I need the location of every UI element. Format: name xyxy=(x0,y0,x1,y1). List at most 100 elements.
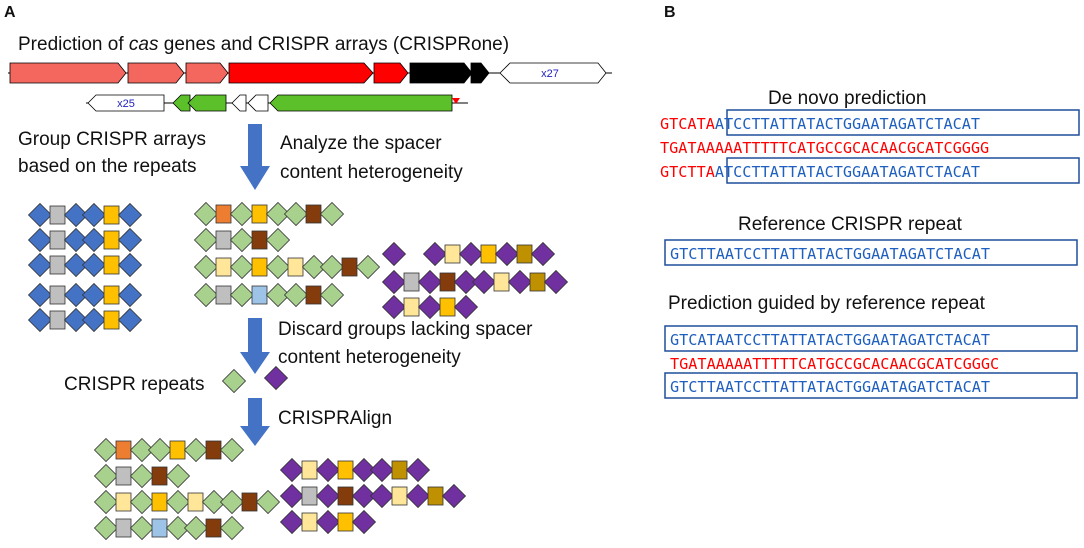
cas-gene-arrow xyxy=(269,94,453,112)
repeat-diamond xyxy=(417,294,443,320)
spacer-square xyxy=(205,518,222,538)
repeat-diamond xyxy=(543,269,569,295)
cas-gene-arrow xyxy=(9,62,127,84)
repeat-diamond xyxy=(265,227,291,253)
spacer-square xyxy=(301,460,318,480)
workflow-arrow-1 xyxy=(240,124,270,190)
repeat-diamond xyxy=(229,227,255,253)
repeat-diamond xyxy=(117,227,143,253)
repeat-diamond xyxy=(63,282,89,308)
repeat-diamond xyxy=(279,483,305,509)
repeat-diamond xyxy=(453,269,479,295)
spacer-square xyxy=(215,230,232,250)
discard-step-label-1: Discard groups lacking spacer xyxy=(278,319,533,340)
repeat-diamond xyxy=(530,241,556,267)
spacer-square xyxy=(403,272,420,292)
repeat-diamond xyxy=(405,483,431,509)
spacer-square xyxy=(480,244,497,264)
spacer-square xyxy=(103,255,120,275)
repeat-box xyxy=(664,325,1078,352)
repeat-box xyxy=(726,109,1080,136)
discard-step-label-2: content heterogeneity xyxy=(278,347,461,368)
workflow-arrow-2 xyxy=(240,318,270,374)
workflow-arrow-3 xyxy=(240,398,270,446)
repeat-diamond xyxy=(458,241,484,267)
spacer-square xyxy=(337,486,354,506)
repeat-diamond xyxy=(117,202,143,228)
spacer-square xyxy=(215,285,232,305)
repeat-diamond xyxy=(117,252,143,278)
crispr-array-arrow xyxy=(499,62,607,84)
analyze-step-label-2: content heterogeneity xyxy=(280,162,463,183)
repeat-diamond xyxy=(63,252,89,278)
repeat-diamond xyxy=(81,252,107,278)
repeat-diamond xyxy=(283,282,309,308)
spacer-square xyxy=(151,518,168,538)
repeat-diamond xyxy=(27,227,53,253)
cas-gene-arrow xyxy=(409,62,473,84)
spacer-square xyxy=(187,492,204,512)
repeat-diamond xyxy=(351,457,377,483)
de-novo-line-1: GTCATAATCCTTATTATACTGGAATAGATCTACAT xyxy=(660,115,980,133)
repeat-diamond xyxy=(165,515,191,541)
spacer-square xyxy=(49,310,66,330)
panel-b-letter: B xyxy=(664,4,676,21)
guided-line-1: GTCATAATCCTTATTATACTGGAATAGATCTACAT xyxy=(670,331,990,349)
repeat-diamond xyxy=(221,368,247,394)
repeat-diamond xyxy=(229,254,255,280)
repeat-diamond xyxy=(93,515,119,541)
repeat-diamond xyxy=(265,254,291,280)
reference-repeat-sequence: GTCTTAATCCTTATTATACTGGAATAGATCTACAT xyxy=(664,239,1078,266)
repeat-box xyxy=(664,239,1078,266)
cas-gene-arrow xyxy=(185,62,229,84)
spacer-square xyxy=(337,512,354,532)
crispralign-step-label: CRISPRAlign xyxy=(278,408,392,429)
spacer-square xyxy=(427,486,444,506)
cas-gene-row-1: x27 xyxy=(8,62,612,84)
spacer-square xyxy=(403,297,420,317)
repeat-diamond xyxy=(193,227,219,253)
repeat-diamond xyxy=(229,201,255,227)
repeat-diamond xyxy=(219,437,245,463)
spacer-square xyxy=(215,257,232,277)
repeat-diamond xyxy=(315,509,341,535)
spacer-square xyxy=(49,205,66,225)
de-novo-title: De novo prediction xyxy=(768,88,926,109)
repeat-diamond xyxy=(381,294,407,320)
spacer-square xyxy=(151,466,168,486)
repeat-diamond xyxy=(183,515,209,541)
repeat-diamond xyxy=(319,254,345,280)
repeat-diamond xyxy=(265,282,291,308)
reference-repeat-title: Reference CRISPR repeat xyxy=(738,214,963,235)
spacer-square xyxy=(103,230,120,250)
guided-line-2: TGATAAAAATTTTTCATGCCGCACAACGCATCGGGC xyxy=(670,355,999,373)
spacer-square xyxy=(516,244,533,264)
repeat-diamond xyxy=(381,269,407,295)
repeat-box xyxy=(664,372,1078,399)
repeat-diamond xyxy=(381,241,407,267)
repeat-diamond xyxy=(63,307,89,333)
group-step-label-2: based on the repeats xyxy=(18,156,197,177)
spacer-square xyxy=(103,285,120,305)
repeat-diamond xyxy=(369,457,395,483)
spacer-square xyxy=(391,460,408,480)
repeat-diamond xyxy=(441,483,467,509)
spacer-square xyxy=(115,492,132,512)
crispr-marker-icon xyxy=(452,98,460,104)
spacer-square xyxy=(115,466,132,486)
repeat-diamond xyxy=(219,515,245,541)
de-novo-line-2: TGATAAAAATTTTTCATGCCGCACAACGCATCGGGG xyxy=(660,139,989,157)
repeat-diamond xyxy=(193,201,219,227)
spacer-square xyxy=(439,297,456,317)
repeat-diamond xyxy=(63,227,89,253)
cas-gene-arrow xyxy=(247,94,269,112)
repeat-diamond xyxy=(63,202,89,228)
guided-line-3: GTCTTAATCCTTATTATACTGGAATAGATCTACAT xyxy=(670,378,990,396)
spacer-square xyxy=(391,486,408,506)
guided-prediction-title: Prediction guided by reference repeat xyxy=(668,293,986,314)
array-count-label: x27 xyxy=(541,68,559,80)
spacer-square xyxy=(49,230,66,250)
panel-a-title: Prediction of cas genes and CRISPR array… xyxy=(18,34,509,55)
spacer-square xyxy=(301,512,318,532)
